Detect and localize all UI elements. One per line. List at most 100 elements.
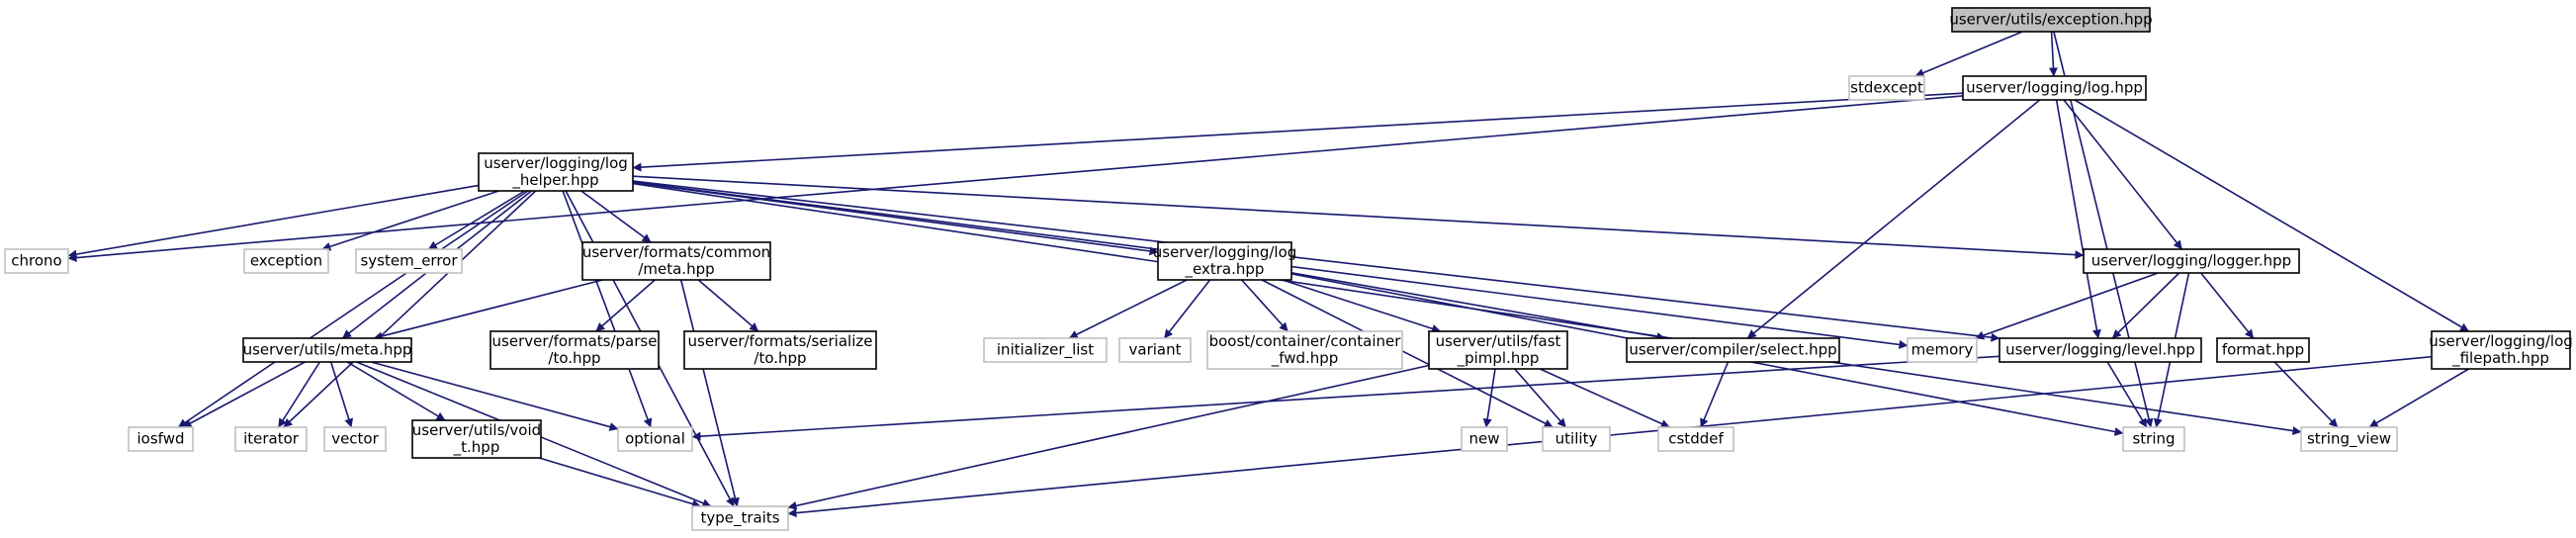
node-box-type_traits	[691, 505, 789, 531]
edge-log_helper-to-system_error	[427, 190, 526, 250]
node-label-init_list: initializer_list	[997, 341, 1094, 360]
edge-log_helper-to-chrono	[67, 184, 480, 259]
node-label-exception: userver/utils/exception.hpp	[1949, 11, 2152, 29]
node-log_filepath[interactable]: userver/logging/log_filepath.hpp	[2429, 330, 2573, 370]
edge-log-to-level	[2055, 99, 2101, 339]
node-logger[interactable]: userver/logging/logger.hpp	[2083, 248, 2300, 274]
nodes-layer: userver/utils/exception.hpp stdexcept user…	[4, 7, 2573, 531]
edge-level-to-string	[2106, 361, 2148, 428]
node-fmt_meta[interactable]: userver/formats/common/meta.hpp	[581, 241, 771, 281]
node-utils_meta[interactable]: userver/utils/meta.hpp	[242, 337, 412, 363]
node-box-fmt_meta	[581, 241, 771, 281]
edge-log_helper-to-exc	[321, 190, 499, 251]
node-label-new: new	[1468, 430, 1499, 448]
node-label-exc: exception	[250, 252, 322, 270]
node-box-utility	[1542, 426, 1611, 452]
node-label-log_helper: _helper.hpp	[511, 171, 598, 190]
node-label-fmt_meta: /meta.hpp	[638, 260, 714, 278]
edge-log_helper-to-fmt_meta	[580, 190, 652, 243]
node-serialize_to[interactable]: userver/formats/serialize/to.hpp	[683, 330, 877, 370]
node-box-exception	[1951, 7, 2151, 33]
node-box-system_error	[355, 248, 463, 274]
node-box-iterator	[234, 426, 308, 452]
node-label-select: userver/compiler/select.hpp	[1629, 341, 1836, 359]
edge-void_t-to-type_traits	[539, 457, 701, 508]
node-label-log_extra: userver/logging/log	[1153, 243, 1297, 261]
node-box-level	[1999, 337, 2202, 363]
node-label-variant: variant	[1129, 341, 1182, 359]
node-label-void_t: userver/utils/void	[412, 421, 541, 439]
node-string_view: string_view	[2300, 426, 2398, 452]
node-chrono: chrono	[4, 248, 69, 274]
node-format[interactable]: format.hpp	[2216, 337, 2310, 363]
edge-utils_meta-to-optional	[370, 361, 619, 431]
node-label-memory: memory	[1911, 341, 1974, 359]
node-box-parse_to	[489, 330, 660, 370]
node-label-stdexcept: stdexcept	[1850, 79, 1923, 97]
node-fast_pimpl[interactable]: userver/utils/fast_pimpl.hpp	[1428, 330, 1568, 370]
edge-log-to-chrono	[67, 95, 1964, 263]
node-level[interactable]: userver/logging/level.hpp	[1999, 337, 2202, 363]
edge-fast_pimpl-to-type_traits	[787, 364, 1430, 510]
node-system_error: system_error	[355, 248, 463, 274]
edge-log-to-log_helper	[632, 92, 1964, 172]
node-log_extra[interactable]: userver/logging/log_extra.hpp	[1153, 241, 1297, 281]
node-select[interactable]: userver/compiler/select.hpp	[1626, 337, 1840, 363]
edge-log_extra-to-boost_fwd	[1241, 279, 1288, 332]
node-memory: memory	[1907, 337, 1978, 363]
node-stdexcept: stdexcept	[1848, 75, 1925, 101]
node-label-vector: vector	[331, 430, 379, 448]
node-label-log_filepath: userver/logging/log	[2429, 332, 2573, 350]
edge-logger-to-memory	[1975, 272, 2159, 340]
node-box-vector	[323, 426, 387, 452]
node-box-serialize_to	[683, 330, 877, 370]
node-boost_fwd: boost/container/container_fwd.hpp	[1206, 330, 1403, 370]
node-label-optional: optional	[625, 430, 685, 448]
node-log[interactable]: userver/logging/log.hpp	[1962, 75, 2147, 101]
node-void_t[interactable]: userver/utils/void_t.hpp	[411, 419, 542, 459]
node-box-variant	[1118, 337, 1192, 363]
node-iosfwd: iosfwd	[128, 426, 194, 452]
node-box-log	[1962, 75, 2147, 101]
edge-log_extra-to-init_list	[1068, 279, 1188, 339]
node-label-iosfwd: iosfwd	[137, 430, 185, 448]
node-box-select	[1626, 337, 1840, 363]
node-label-serialize_to: userver/formats/serialize	[688, 332, 873, 350]
node-cstddef: cstddef	[1657, 426, 1734, 452]
edge-utils_meta-to-iosfwd	[182, 361, 306, 428]
edge-log-to-logger	[2063, 99, 2183, 250]
node-label-boost_fwd: _fwd.hpp	[1271, 349, 1339, 368]
node-box-log_filepath	[2431, 330, 2571, 370]
node-box-stdexcept	[1848, 75, 1925, 101]
node-label-log_filepath: _filepath.hpp	[2451, 349, 2549, 368]
node-box-fast_pimpl	[1428, 330, 1568, 370]
edge-log-to-select	[1746, 99, 2041, 339]
node-box-log_helper	[478, 152, 634, 192]
node-exc: exception	[243, 248, 329, 274]
node-log_helper[interactable]: userver/logging/log_helper.hpp	[478, 152, 634, 192]
node-variant: variant	[1118, 337, 1192, 363]
node-label-void_t: _t.hpp	[453, 438, 500, 457]
node-box-logger	[2083, 248, 2300, 274]
edge-log_extra-to-select	[1290, 272, 1666, 341]
node-init_list: initializer_list	[983, 337, 1108, 363]
node-box-iosfwd	[128, 426, 194, 452]
node-exception[interactable]: userver/utils/exception.hpp	[1949, 7, 2153, 33]
edge-logger-to-format	[2200, 272, 2255, 339]
node-iterator: iterator	[234, 426, 308, 452]
node-type_traits: type_traits	[691, 505, 789, 531]
edge-log_filepath-to-string_view	[2368, 368, 2470, 428]
edge-fmt_meta-to-parse_to	[595, 279, 656, 332]
edge-log_helper-to-logger	[632, 175, 2085, 260]
edge-level-to-optional	[691, 355, 2000, 441]
node-label-string: string	[2132, 430, 2175, 448]
node-parse_to[interactable]: userver/formats/parse/to.hpp	[489, 330, 660, 370]
node-box-exc	[243, 248, 329, 274]
edge-utils_meta-to-iterator	[277, 361, 321, 428]
edge-exception-to-log	[2048, 31, 2058, 77]
node-box-utils_meta	[242, 337, 412, 363]
edges-layer	[67, 31, 2470, 518]
node-label-fmt_meta: userver/formats/common	[582, 243, 770, 261]
node-new: new	[1461, 426, 1508, 452]
